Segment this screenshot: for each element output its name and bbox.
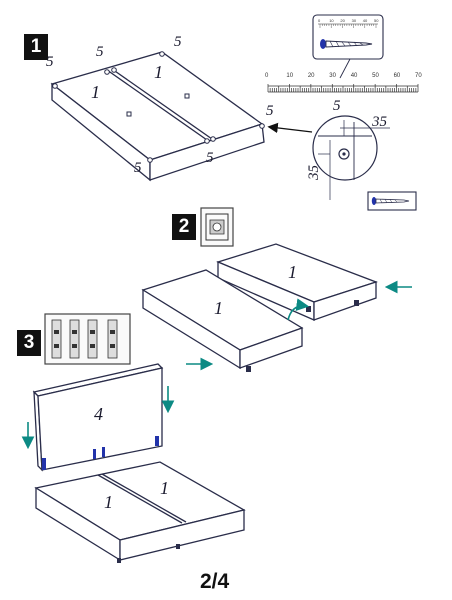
ruler-number: 60 [393,73,401,79]
step-badge-3: 3 [17,330,41,356]
step1-detail-circle [312,115,390,200]
step1-screw-label: 5 [46,54,54,70]
ruler-number: 30 [329,73,336,79]
page-number: 2/4 [200,570,230,593]
step1-screw-label: 5 [206,150,214,166]
step3-panel-label-right: 1 [160,478,169,498]
step1-small-screw-box [367,191,417,211]
step-badge-2: 2 [172,214,196,240]
mini-ruler-number: 20 [340,18,345,23]
ruler-number: 50 [372,73,379,79]
step1-screw-label: 5 [266,103,274,119]
step1-screw-label: 5 [174,34,182,50]
step1-screw-box [312,14,384,79]
step3-panel-label-left: 1 [104,492,113,512]
step1-screw-label: 5 [96,44,104,60]
step2-icon [200,207,234,247]
step2-back-panel [216,243,378,321]
step2-connector-arrow [287,298,310,321]
step3-headboard-legs [42,436,159,470]
step2-front-panel [141,269,304,372]
step3-headboard [32,363,164,472]
mini-ruler-number: 0 [318,18,321,23]
step3-headboard-label: 4 [94,404,103,424]
mini-ruler-number: 40 [362,18,368,23]
mini-ruler-number: 50 [374,18,379,23]
step2-panel-label-back: 1 [288,262,297,282]
step1-panel-label-left: 1 [91,82,100,102]
step2-panel-label-front: 1 [214,298,223,318]
mini-ruler-number: 10 [329,18,334,23]
step3-icon [44,313,131,365]
detail-screw-label: 5 [333,98,341,114]
ruler-number: 70 [415,73,422,79]
ruler-number: 20 [307,73,315,79]
mini-ruler-number: 30 [351,18,357,23]
step3-bed-base [34,461,246,563]
step1-screw-holes [52,51,265,163]
detail-dim-horizontal: 35 [372,114,387,130]
ruler-number: 10 [286,73,294,79]
step1-screw-label: 5 [134,160,142,176]
step1-panel-label-right: 1 [154,62,163,82]
ruler-number: 0 [265,73,269,79]
ruler-number: 40 [350,73,358,79]
detail-dim-vertical: 35 [306,165,322,180]
detail-pointer-arrow [267,122,313,134]
step1-ruler [267,84,419,93]
step-badge-1: 1 [24,34,48,60]
step1-bed-base [50,51,265,182]
